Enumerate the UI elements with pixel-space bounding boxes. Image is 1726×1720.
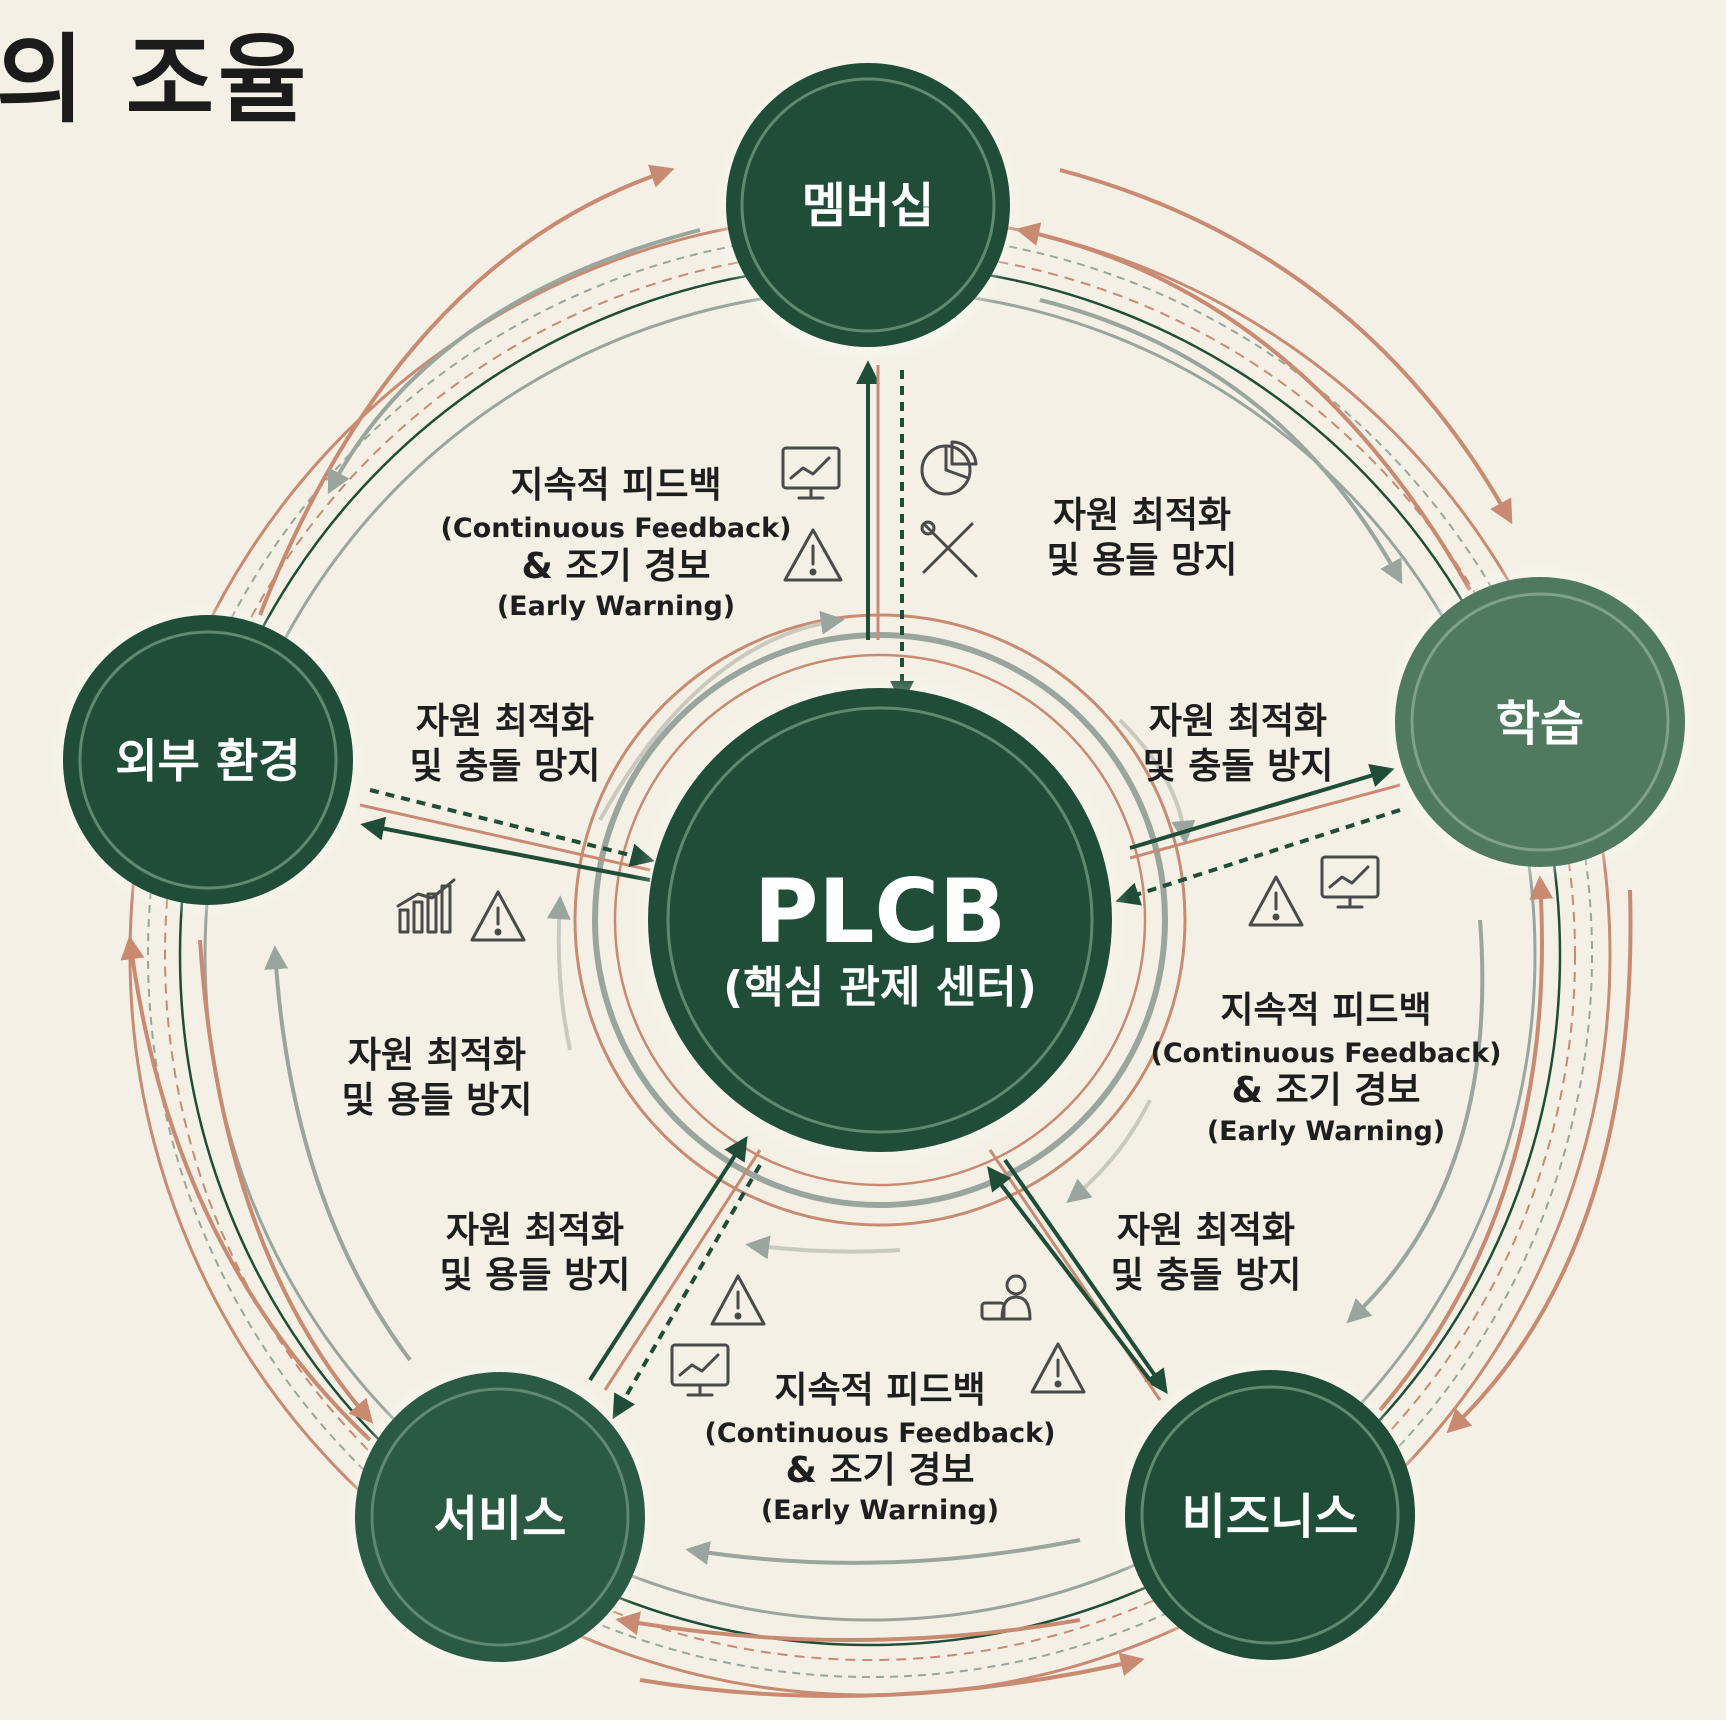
label-resource-business: 자원 최적화 및 충돌 방지 bbox=[1111, 1210, 1302, 1296]
label-resource-service: 자원 최적화 및 용들 방지 bbox=[440, 1210, 631, 1296]
orbit-arrow bbox=[1015, 222, 1472, 591]
node-label-external: 외부 환경 bbox=[115, 734, 300, 788]
spokes bbox=[359, 360, 1401, 1420]
orbit-arrow bbox=[264, 945, 412, 1362]
label-resource-external: 자원 최적화 및 충돌 망지 bbox=[410, 701, 601, 787]
svg-text:및 용들 망지: 및 용들 망지 bbox=[1047, 540, 1238, 581]
node-label-service: 서비스 bbox=[434, 1491, 566, 1547]
orbit-arrow bbox=[1059, 168, 1513, 525]
orbit-arrow bbox=[1346, 919, 1485, 1324]
orbit-arrow bbox=[258, 164, 675, 616]
spoke-learning-in bbox=[1115, 808, 1401, 906]
svg-text:자원 최적화: 자원 최적화 bbox=[348, 1035, 526, 1076]
label-feedback-bottom: 지속적 피드백 (Continuous Feedback) & 조기 경보 (E… bbox=[705, 1370, 1056, 1526]
center-title: PLCB bbox=[754, 860, 1006, 963]
warning-icon bbox=[470, 890, 526, 942]
warning-icon bbox=[1248, 875, 1304, 927]
orbit-arrow bbox=[639, 1652, 1145, 1698]
center-subtitle: (핵심 관제 센터) bbox=[723, 962, 1037, 1013]
svg-text:(Continuous Feedback): (Continuous Feedback) bbox=[1151, 1038, 1502, 1069]
warning-icon bbox=[710, 1274, 766, 1326]
svg-text:(Continuous Feedback): (Continuous Feedback) bbox=[441, 513, 792, 544]
node-membership: 멤버십 bbox=[713, 55, 1023, 365]
node-business: 비즈니스 bbox=[1112, 1357, 1428, 1673]
svg-text:및 충돌 망지: 및 충돌 망지 bbox=[410, 746, 601, 787]
orbit-arrow bbox=[1378, 875, 1554, 1412]
inner-arrow bbox=[1066, 1099, 1152, 1203]
node-label-business: 비즈니스 bbox=[1182, 1489, 1359, 1545]
orbit-arrow bbox=[327, 228, 701, 495]
svg-text:및 충돌 방지: 및 충돌 방지 bbox=[1143, 746, 1334, 787]
inner-ring bbox=[546, 610, 1196, 1260]
svg-text:& 조기 경보: & 조기 경보 bbox=[522, 546, 711, 587]
svg-text:(Early Warning): (Early Warning) bbox=[1207, 1116, 1445, 1147]
node-learning: 학습 bbox=[1380, 562, 1700, 882]
orbit-arrow bbox=[198, 939, 374, 1424]
label-feedback-top-left: 지속적 피드백 (Continuous Feedback) & 조기 경보 (E… bbox=[441, 465, 792, 622]
spoke-external-out bbox=[360, 816, 651, 882]
svg-text:및 충돌 방지: 및 충돌 방지 bbox=[1111, 1255, 1302, 1296]
node-service: 서비스 bbox=[342, 1359, 658, 1675]
pie-chart-icon bbox=[920, 440, 978, 496]
svg-text:및 용들 방지: 및 용들 방지 bbox=[440, 1255, 631, 1296]
svg-text:자원 최적화: 자원 최적화 bbox=[416, 701, 594, 742]
warning-icon bbox=[1030, 1342, 1086, 1394]
spoke-business-in bbox=[987, 1166, 1152, 1382]
label-resource-top-right: 자원 최적화 및 용들 망지 bbox=[1047, 495, 1238, 581]
svg-text:및 용들 방지: 및 용들 방지 bbox=[342, 1080, 533, 1121]
bar-chart-icon bbox=[396, 878, 456, 934]
svg-text:지속적 피드백: 지속적 피드백 bbox=[774, 1370, 985, 1411]
monitor-chart-icon bbox=[781, 446, 841, 500]
spoke-learning-out bbox=[1129, 764, 1395, 850]
orbit-arrow bbox=[615, 1611, 1081, 1642]
person-icon bbox=[980, 1274, 1032, 1321]
label-feedback-right: 지속적 피드백 (Continuous Feedback) & 조기 경보 (E… bbox=[1151, 990, 1502, 1147]
svg-text:자원 최적화: 자원 최적화 bbox=[1117, 1210, 1295, 1251]
orbit-arrows bbox=[120, 164, 1633, 1698]
center-node: PLCB (핵심 관제 센터) bbox=[630, 670, 1130, 1170]
spoke-service-in bbox=[588, 1135, 748, 1382]
tools-icon bbox=[920, 520, 978, 578]
warning-icon bbox=[783, 528, 843, 582]
node-label-learning: 학습 bbox=[1496, 696, 1584, 752]
icons bbox=[396, 440, 1380, 1397]
inner-arrow bbox=[1118, 718, 1196, 845]
orbit-arrow bbox=[1446, 889, 1633, 1434]
inner-arrow bbox=[598, 610, 845, 821]
svg-text:(Early Warning): (Early Warning) bbox=[497, 591, 735, 622]
node-external: 외부 환경 bbox=[50, 602, 366, 918]
svg-text:& 조기 경보: & 조기 경보 bbox=[1232, 1070, 1421, 1111]
monitor-chart-icon bbox=[1320, 855, 1380, 909]
svg-text:자원 최적화: 자원 최적화 bbox=[1149, 701, 1327, 742]
svg-text:지속적 피드백: 지속적 피드백 bbox=[510, 465, 721, 506]
monitor-chart-icon bbox=[670, 1343, 730, 1397]
orbit-arrow bbox=[1039, 298, 1403, 585]
svg-text:& 조기 경보: & 조기 경보 bbox=[786, 1450, 975, 1491]
inner-arrow bbox=[546, 895, 572, 1051]
spoke-service-out bbox=[612, 1163, 762, 1420]
spoke-business-out bbox=[1003, 1158, 1168, 1394]
page-title: 의 조율 bbox=[0, 24, 311, 136]
inner-arrow bbox=[745, 1235, 901, 1260]
orbit-arrow bbox=[685, 1538, 1081, 1565]
label-resource-learning: 자원 최적화 및 충돌 방지 bbox=[1143, 701, 1334, 787]
orbit-arrow bbox=[120, 935, 372, 1442]
svg-text:자원 최적화: 자원 최적화 bbox=[1053, 495, 1231, 536]
label-resource-left-outer: 자원 최적화 및 용들 방지 bbox=[342, 1035, 533, 1121]
node-label-membership: 멤버십 bbox=[802, 178, 934, 234]
spoke-external-in bbox=[369, 788, 655, 867]
svg-text:(Early Warning): (Early Warning) bbox=[761, 1495, 999, 1526]
svg-text:지속적 피드백: 지속적 피드백 bbox=[1220, 990, 1431, 1031]
svg-text:자원 최적화: 자원 최적화 bbox=[446, 1210, 624, 1251]
svg-text:(Continuous Feedback): (Continuous Feedback) bbox=[705, 1418, 1056, 1449]
